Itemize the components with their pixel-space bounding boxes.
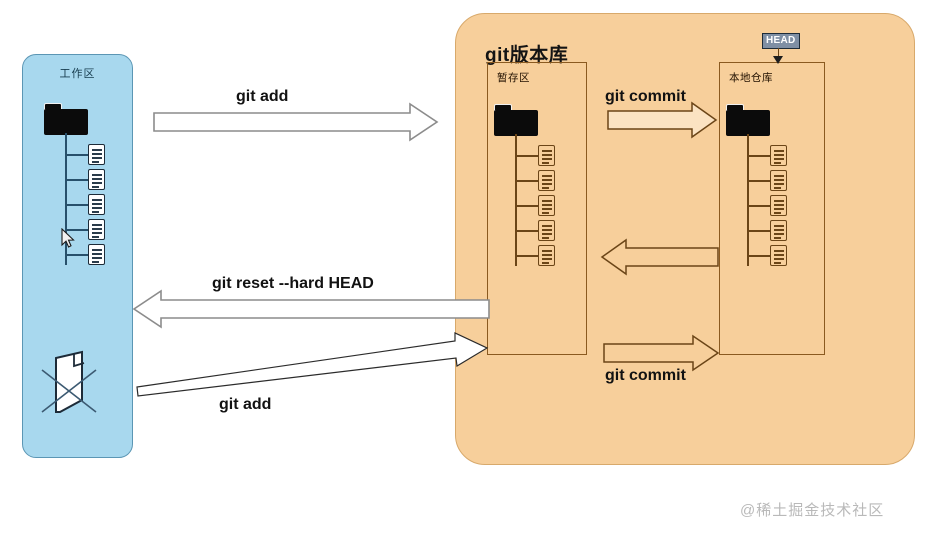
git-add-bottom-label: git add (219, 396, 272, 413)
file-icon (538, 195, 555, 216)
tree-branch (748, 155, 774, 157)
tree-trunk (65, 133, 67, 265)
tree-branch (748, 180, 774, 182)
local-repository-label: 本地仓库 (729, 72, 773, 84)
folder-icon (494, 104, 538, 136)
file-icon (88, 144, 105, 165)
git-reset-label: git reset --hard HEAD (212, 275, 374, 292)
file-icon (538, 220, 555, 241)
file-icon (88, 194, 105, 215)
tree-branch (748, 255, 774, 257)
file-icon (770, 195, 787, 216)
watermark: @稀土掘金技术社区 (740, 502, 885, 519)
head-badge: HEAD (762, 33, 800, 49)
file-icon (770, 170, 787, 191)
folder-icon (726, 104, 770, 136)
tree-trunk (747, 134, 749, 266)
git-add-bottom-arrow-icon (136, 332, 489, 397)
deleted-file-icon (41, 350, 97, 413)
git-reset-arrow-icon (132, 289, 490, 329)
folder-body (494, 110, 538, 136)
file-icon (88, 169, 105, 190)
tree-branch (516, 255, 542, 257)
file-icon (770, 145, 787, 166)
file-icon (770, 245, 787, 266)
file-icon (538, 245, 555, 266)
file-icon (88, 219, 105, 240)
tree-branch (66, 179, 92, 181)
tree-branch (66, 254, 92, 256)
head-pointer-arrow-icon (773, 56, 783, 64)
folder-body (44, 109, 88, 135)
working-area-label: 工作区 (59, 68, 96, 80)
git-add-top-label: git add (236, 88, 289, 105)
tree-branch (516, 155, 542, 157)
tree-trunk (515, 134, 517, 266)
file-icon (770, 220, 787, 241)
git-repository-title: git版本库 (485, 45, 569, 66)
git-commit-top-label: git commit (605, 88, 686, 105)
staging-area-label: 暂存区 (497, 72, 530, 84)
tree-branch (66, 204, 92, 206)
folder-body (726, 110, 770, 136)
tree-branch (516, 230, 542, 232)
git-commit-bottom-label: git commit (605, 367, 686, 384)
local-repository-box: 本地仓库 (719, 62, 825, 355)
tree-branch (66, 229, 92, 231)
tree-branch (66, 154, 92, 156)
tree-branch (748, 230, 774, 232)
staging-area-box: 暂存区 (487, 62, 587, 355)
tree-branch (516, 180, 542, 182)
file-icon (538, 170, 555, 191)
tree-branch (516, 205, 542, 207)
file-icon (88, 244, 105, 265)
folder-icon (44, 103, 88, 135)
tree-branch (748, 205, 774, 207)
mouse-cursor-icon (61, 228, 75, 248)
git-add-top-arrow-icon (153, 102, 439, 142)
file-icon (538, 145, 555, 166)
head-pointer-line (778, 48, 780, 62)
